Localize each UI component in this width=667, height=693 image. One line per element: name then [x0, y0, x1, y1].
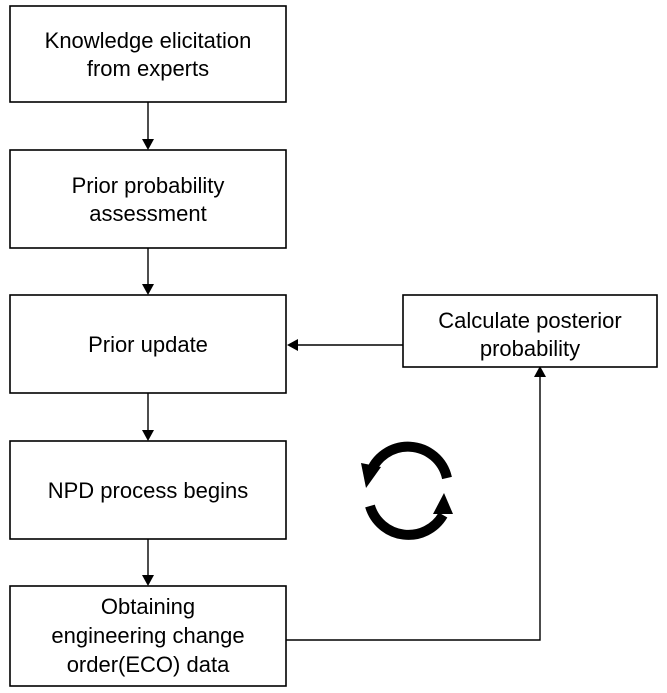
posterior-box: Calculate posterior probability: [402, 294, 658, 368]
eco-data-label-line2: engineering change: [51, 623, 244, 648]
arrow-posterior-to-update: [287, 339, 403, 351]
arrow-assessment-to-update: [142, 248, 154, 295]
arrow-knowledge-to-assessment: [142, 102, 154, 150]
arrow-update-to-npd: [142, 393, 154, 441]
refresh-cycle-icon: [361, 441, 453, 540]
knowledge-elicitation-label-line1: Knowledge elicitation: [45, 28, 252, 53]
eco-data-box: Obtaining engineering change order(ECO) …: [9, 585, 287, 687]
prior-assessment-label-line1: Prior probability: [72, 173, 225, 198]
prior-assessment-label-line2: assessment: [89, 201, 206, 226]
arrow-eco-to-posterior: [286, 366, 546, 641]
prior-assessment-box: Prior probability assessment: [9, 149, 287, 249]
npd-process-box: NPD process begins: [9, 440, 287, 540]
eco-data-label-line3: order(ECO) data: [67, 652, 230, 677]
arrow-npd-to-eco: [142, 539, 154, 586]
knowledge-elicitation-label-line2: from experts: [87, 56, 209, 81]
prior-update-box: Prior update: [9, 294, 287, 394]
npd-process-label: NPD process begins: [48, 478, 249, 503]
knowledge-elicitation-box: Knowledge elicitation from experts: [9, 5, 287, 103]
posterior-label-line2: probability: [480, 336, 580, 361]
eco-data-label-line1: Obtaining: [101, 594, 195, 619]
prior-update-label: Prior update: [88, 332, 208, 357]
posterior-label-line1: Calculate posterior: [438, 308, 621, 333]
